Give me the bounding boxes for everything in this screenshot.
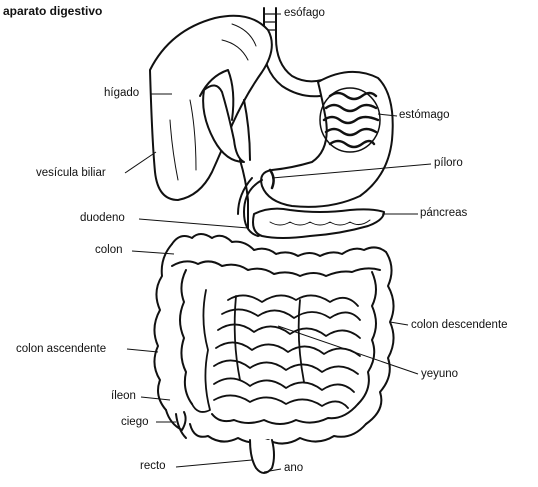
gallbladder-shape (202, 84, 245, 163)
label-esofago: esófago (284, 7, 325, 19)
small-intestine (191, 289, 361, 413)
sigmoid-colon (189, 403, 367, 445)
leader-estomago (377, 113, 398, 117)
transverse-colon (171, 233, 387, 277)
leader-recto (175, 459, 253, 468)
leader-colon-ascendente (126, 348, 159, 353)
descending-colon (357, 251, 395, 425)
rectum-shape (249, 439, 275, 474)
label-yeyuno: yeyuno (421, 368, 459, 380)
leader-colon-descendente (389, 321, 409, 326)
pancreas-shape (252, 207, 385, 239)
label-ileon: íleon (111, 390, 136, 402)
stomach-inner-window (319, 87, 381, 153)
liver-shading (169, 23, 257, 181)
leader-colon (131, 250, 175, 255)
label-colon-descendente: colon descendente (411, 319, 508, 331)
label-colon-ascendente: colon ascendente (16, 343, 107, 355)
label-vesicula-biliar: vesícula biliar (36, 167, 106, 179)
leader-lines (124, 13, 432, 473)
label-duodeno: duodeno (80, 212, 125, 224)
pancreas-texture (269, 219, 371, 226)
label-recto: recto (140, 460, 166, 472)
leader-piloro (271, 163, 432, 179)
leader-duodeno (138, 218, 249, 229)
label-ano: ano (284, 462, 304, 474)
stomach-rugae (322, 91, 380, 149)
esophagus-shape (262, 7, 323, 98)
label-ciego: ciego (121, 416, 149, 428)
label-piloro: píloro (434, 157, 463, 169)
pylorus-ring (268, 168, 275, 190)
bile-duct (239, 99, 251, 229)
caecum-appendix (165, 409, 187, 439)
leader-ileon (140, 396, 171, 401)
leader-ano (263, 468, 282, 473)
liver-lobe-line (199, 69, 235, 121)
leader-yeyuno (277, 325, 419, 375)
label-pancreas: páncreas (420, 207, 468, 219)
label-higado: hígado (104, 87, 140, 99)
diagram-title: aparato digestivo (3, 4, 103, 18)
leader-vesicula (124, 151, 157, 174)
ascending-colon (153, 243, 193, 411)
label-colon: colon (95, 244, 123, 256)
label-estomago: estómago (399, 109, 450, 121)
